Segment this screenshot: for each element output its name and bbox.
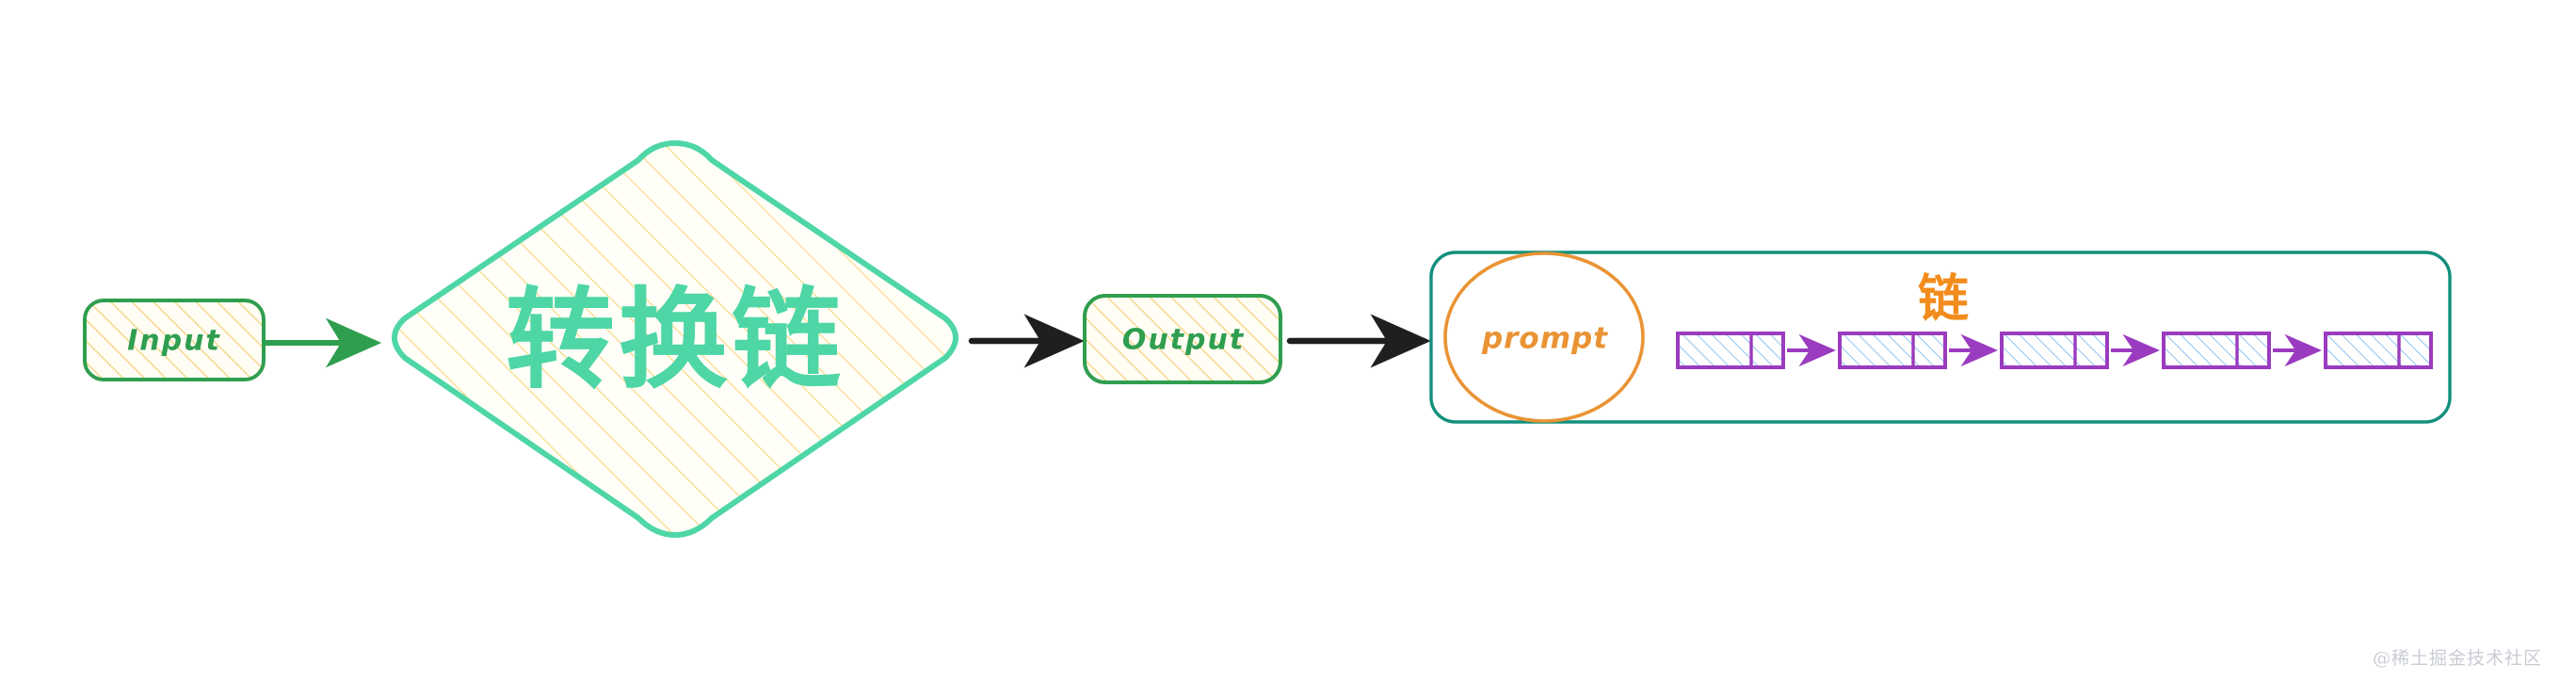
chain-node-4-shape bbox=[2162, 332, 2271, 369]
chain-node-1-shape bbox=[1676, 332, 1785, 369]
prompt-ellipse-shape bbox=[1443, 251, 1645, 423]
node-output[interactable] bbox=[1083, 294, 1282, 384]
chain-node-5-shape bbox=[2324, 332, 2433, 369]
diamond-shape bbox=[392, 140, 958, 538]
node-input[interactable] bbox=[83, 299, 266, 381]
chain-node-5[interactable] bbox=[2324, 332, 2433, 369]
chain-node-2-shape bbox=[1838, 332, 1947, 369]
chain-node-1[interactable] bbox=[1676, 332, 1785, 369]
node-transform-chain[interactable] bbox=[392, 140, 958, 538]
chain-node-4[interactable] bbox=[2162, 332, 2271, 369]
chain-node-2[interactable] bbox=[1838, 332, 1947, 369]
chain-node-3-shape bbox=[2000, 332, 2109, 369]
input-box-shape bbox=[83, 299, 266, 381]
chain-node-3[interactable] bbox=[2000, 332, 2109, 369]
node-prompt[interactable] bbox=[1443, 251, 1645, 423]
output-box-shape bbox=[1083, 294, 1282, 384]
